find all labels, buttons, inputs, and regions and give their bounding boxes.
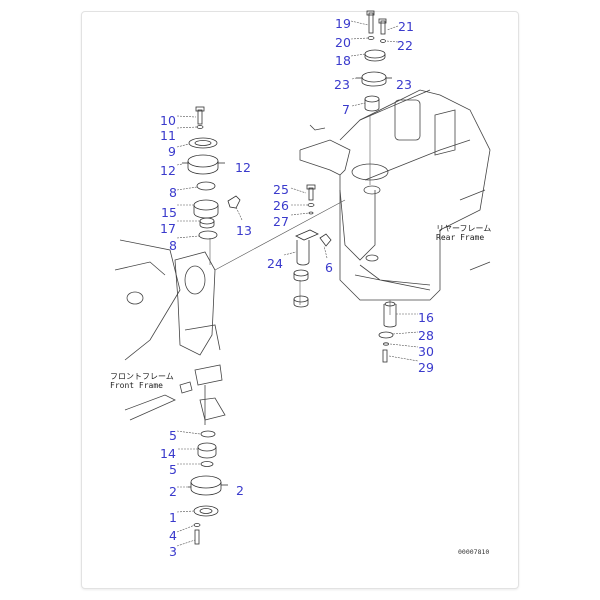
- callout-5[interactable]: 5: [169, 427, 177, 443]
- callout-24[interactable]: 24: [267, 255, 283, 271]
- callout-11[interactable]: 11: [160, 127, 176, 143]
- callout-4[interactable]: 4: [169, 527, 177, 543]
- rear-frame-caption: リヤーフレーム Rear Frame: [436, 224, 491, 242]
- callout-5[interactable]: 5: [169, 461, 177, 477]
- lower-left-stack: [188, 430, 228, 545]
- callout-22[interactable]: 22: [397, 37, 413, 53]
- callout-10[interactable]: 10: [160, 112, 176, 128]
- callout-8[interactable]: 8: [169, 184, 177, 200]
- callout-23[interactable]: 23: [396, 76, 412, 92]
- rear-frame-caption-en: Rear Frame: [436, 233, 485, 242]
- callout-28[interactable]: 28: [418, 327, 434, 343]
- callout-2[interactable]: 2: [236, 482, 244, 498]
- callout-16[interactable]: 16: [418, 309, 434, 325]
- callout-26[interactable]: 26: [273, 197, 289, 213]
- callout-7[interactable]: 7: [342, 101, 350, 117]
- callout-8[interactable]: 8: [169, 237, 177, 253]
- callout-27[interactable]: 27: [273, 213, 289, 229]
- front-frame-caption-jp: フロントフレーム: [110, 372, 174, 381]
- callout-18[interactable]: 18: [335, 52, 351, 68]
- callout-6[interactable]: 6: [325, 259, 333, 275]
- front-frame-caption: フロントフレーム Front Frame: [110, 372, 174, 390]
- top-stack: [356, 10, 392, 112]
- callout-30[interactable]: 30: [418, 343, 434, 359]
- callout-12[interactable]: 12: [160, 162, 176, 178]
- callout-21[interactable]: 21: [398, 18, 414, 34]
- middle-stack: [293, 184, 332, 308]
- callout-3[interactable]: 3: [169, 543, 177, 559]
- callout-19[interactable]: 19: [335, 15, 351, 31]
- callout-2[interactable]: 2: [169, 483, 177, 499]
- drawing-code: 00007810: [458, 548, 490, 556]
- upper-left-stack: [182, 106, 241, 240]
- callout-9[interactable]: 9: [168, 143, 176, 159]
- front-frame: [114, 239, 226, 425]
- callout-12[interactable]: 12: [235, 159, 251, 175]
- callout-15[interactable]: 15: [161, 204, 177, 220]
- callout-23[interactable]: 23: [334, 76, 350, 92]
- lower-right-stack: [378, 301, 397, 363]
- callout-17[interactable]: 17: [160, 220, 176, 236]
- front-frame-caption-en: Front Frame: [110, 381, 163, 390]
- callout-25[interactable]: 25: [273, 181, 289, 197]
- rear-frame-caption-jp: リヤーフレーム: [436, 224, 492, 233]
- callout-14[interactable]: 14: [160, 445, 176, 461]
- callout-20[interactable]: 20: [335, 34, 351, 50]
- callout-1[interactable]: 1: [169, 509, 177, 525]
- callout-29[interactable]: 29: [418, 359, 434, 375]
- callout-13[interactable]: 13: [236, 222, 252, 238]
